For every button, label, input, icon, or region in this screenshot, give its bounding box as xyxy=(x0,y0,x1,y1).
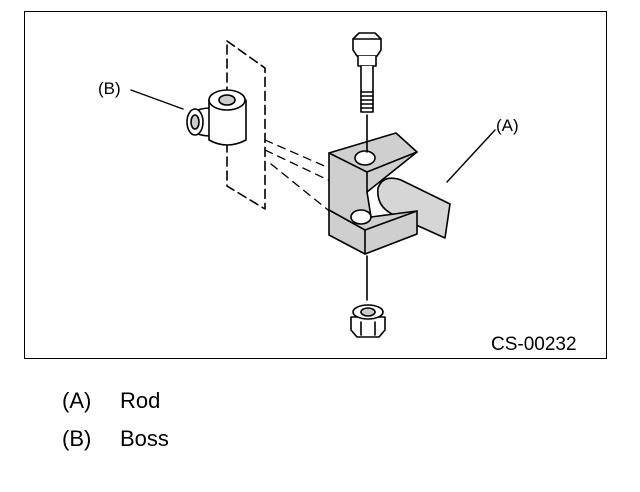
rod-icon xyxy=(377,177,451,239)
figure-code: CS-00232 xyxy=(491,334,577,355)
legend-text: Boss xyxy=(120,426,169,451)
legend-key: (A) xyxy=(62,388,92,413)
callout-leader-a xyxy=(446,129,496,183)
callout-label-a: (A) xyxy=(496,116,519,135)
boss-icon xyxy=(186,89,247,146)
callout-leader-b xyxy=(130,89,184,110)
callout-label-b: (B) xyxy=(98,79,121,98)
legend-item-a: (A) Rod xyxy=(62,388,362,416)
nut-icon xyxy=(350,304,386,338)
legend-key: (B) xyxy=(62,426,92,451)
figure-frame: (B) (A) CS-00232 xyxy=(24,11,607,359)
assembly-diagram: (B) (A) CS-00232 xyxy=(98,32,577,355)
bolt-icon xyxy=(352,32,382,113)
bracket-icon xyxy=(328,132,418,255)
legend-text: Rod xyxy=(120,388,161,413)
legend-item-b: (B) Boss xyxy=(62,426,362,454)
